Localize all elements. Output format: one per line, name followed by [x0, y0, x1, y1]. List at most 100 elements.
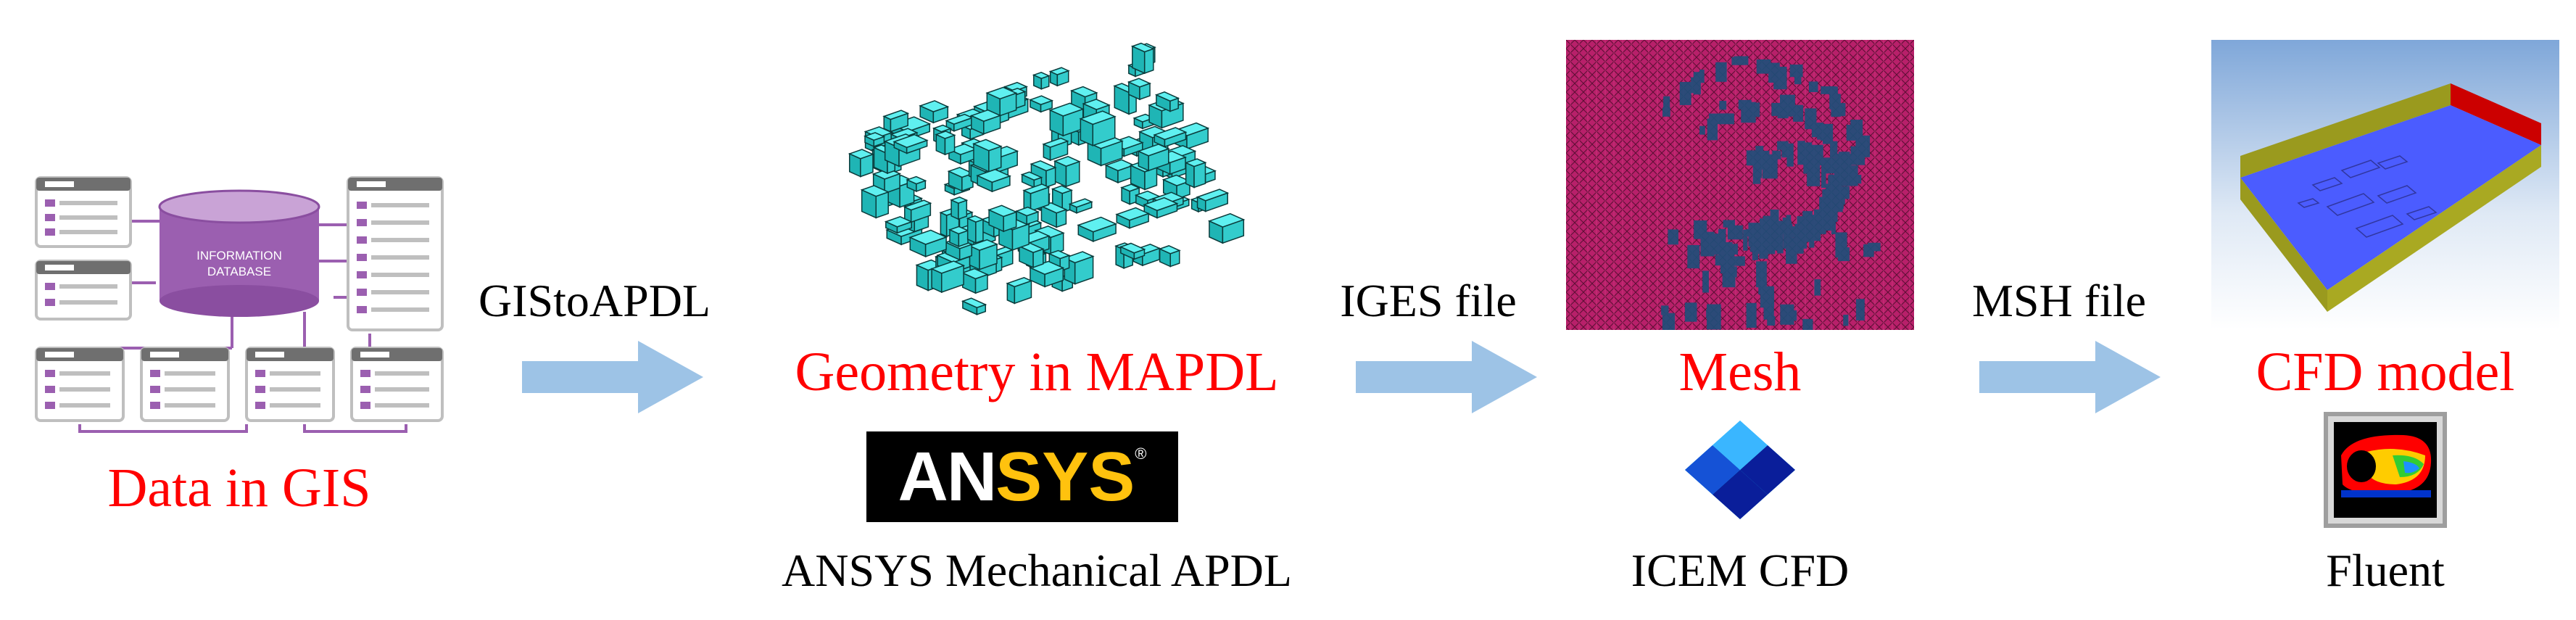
building-block: [1143, 48, 1154, 75]
building-block: [1079, 110, 1117, 125]
mesh-block: [1662, 313, 1676, 330]
mesh-block: [1846, 175, 1862, 184]
mesh-block: [1762, 154, 1778, 179]
mesh-block: [1760, 218, 1771, 236]
mesh-block: [1719, 101, 1727, 110]
building-block: [1063, 251, 1095, 264]
mesh-block: [1715, 255, 1726, 266]
mesh-block: [1700, 231, 1715, 257]
mesh-block: [1817, 218, 1826, 234]
mesh-block: [1727, 225, 1743, 240]
ansys-logo-registered: ®: [1135, 445, 1147, 463]
building-block: [1119, 242, 1146, 254]
mesh-block: [1821, 86, 1836, 94]
mesh-block: [1752, 239, 1758, 260]
building-block: [1014, 206, 1040, 217]
mesh-block: [1827, 195, 1843, 212]
cfd-software-label: Fluent: [2326, 545, 2445, 596]
building-block: [1120, 183, 1141, 192]
mesh-block: [1840, 103, 1846, 117]
mesh-block: [1794, 228, 1801, 246]
mesh-block: [1794, 70, 1802, 85]
mesh-block: [1777, 105, 1789, 119]
gis-window-4: [35, 347, 125, 422]
building-block: [932, 124, 953, 133]
mesh-software-label: ICEM CFD: [1631, 545, 1850, 596]
building-block: [1154, 91, 1180, 102]
building-block: [975, 218, 984, 244]
building-block: [1022, 183, 1051, 194]
building-block: [940, 212, 948, 238]
mesh-block: [1831, 94, 1841, 117]
mesh-block: [1715, 62, 1727, 82]
gis-stage-title: Data in GIS: [107, 458, 371, 518]
mesh-block: [1746, 302, 1757, 328]
building-block: [884, 216, 914, 228]
mesh-block: [1830, 141, 1838, 158]
arrow-3: [1979, 341, 2161, 413]
mesh-block: [1823, 205, 1829, 213]
gis-window-3: [347, 176, 444, 331]
mesh-block: [1788, 96, 1794, 117]
building-block: [1048, 249, 1071, 260]
building-block: [1127, 78, 1152, 88]
building-block: [985, 86, 1018, 100]
cfd-stage-title: CFD model: [2256, 342, 2515, 402]
mesh-block: [1850, 146, 1865, 165]
building-block: [860, 185, 890, 197]
mesh-block: [1793, 104, 1804, 122]
building-block: [969, 109, 1002, 123]
fluent-logo-icon: [2324, 412, 2447, 528]
icem-cfd-logo-icon: [1685, 421, 1795, 519]
ansys-logo-text-a: AN: [898, 437, 998, 516]
building-block: [863, 132, 886, 141]
building-block: [1051, 185, 1073, 194]
mesh-block: [1755, 102, 1760, 117]
mesh-block: [1760, 286, 1775, 308]
mesh-block: [1808, 81, 1818, 93]
building-block: [961, 268, 990, 280]
mesh-block: [1755, 146, 1764, 170]
building-block: [882, 109, 910, 120]
building-block: [961, 297, 987, 308]
mesh-block: [1699, 125, 1705, 135]
mesh-block: [1661, 305, 1669, 315]
building-block: [1048, 67, 1070, 75]
geometry-stage-title: Geometry in MAPDL: [795, 342, 1279, 402]
db-label-line-1: INFORMATION: [196, 249, 282, 263]
building-block: [1153, 127, 1188, 141]
building-block: [848, 149, 874, 160]
mesh-block: [1802, 318, 1813, 330]
mesh-block: [1719, 113, 1734, 125]
mesh-block: [1868, 242, 1881, 252]
mesh-block: [1662, 107, 1670, 117]
building-block: [1030, 160, 1057, 172]
building-block: [1196, 189, 1230, 202]
mesh-block: [1831, 218, 1836, 234]
gis-window-6: [245, 347, 335, 422]
mesh-block: [1707, 304, 1721, 330]
building-block: [1048, 102, 1085, 117]
mesh-block: [1756, 261, 1767, 288]
building-block: [893, 133, 929, 149]
mesh-block: [1813, 209, 1820, 226]
building-block: [1115, 207, 1151, 221]
mesh-block: [1835, 232, 1847, 258]
geometry-software-label: ANSYS Mechanical APDL: [782, 545, 1292, 596]
mesh-block: [1684, 302, 1697, 322]
mesh-block: [1687, 244, 1700, 269]
city-geometry-3d-image: [848, 42, 1246, 315]
building-block: [950, 196, 969, 204]
mesh-block: [1855, 299, 1865, 321]
mesh-block: [1786, 237, 1797, 264]
gis-window-1: [35, 176, 132, 248]
building-block: [966, 215, 985, 223]
mesh-block: [1777, 228, 1784, 254]
mesh-block: [1773, 67, 1787, 90]
mesh-block: [1718, 228, 1726, 247]
mesh-block: [1846, 124, 1858, 141]
mesh-block: [1834, 175, 1850, 186]
arrow-3-label: MSH file: [1972, 275, 2146, 326]
mesh-block: [1722, 270, 1736, 288]
building-block: [1020, 171, 1043, 181]
